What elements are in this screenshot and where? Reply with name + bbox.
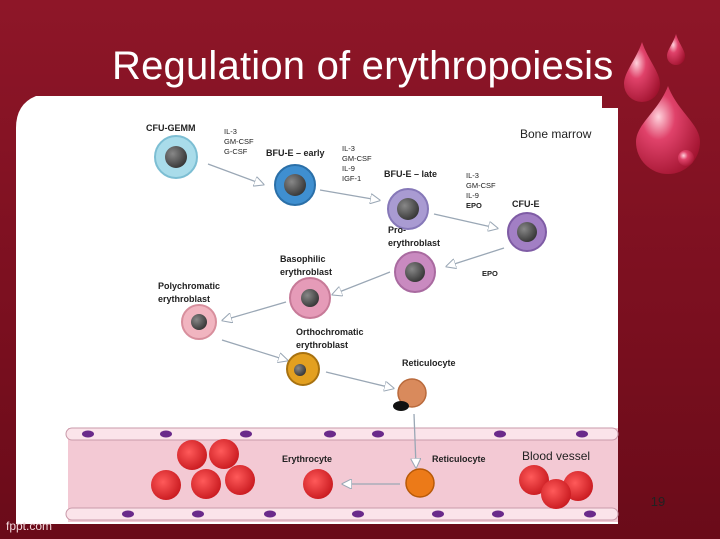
svg-text:GM-CSF: GM-CSF — [342, 154, 372, 163]
cytokines-early-to-late: IL-3 GM-CSF IL-9 IGF-1 — [342, 144, 372, 183]
blood-drop-icon — [624, 42, 660, 102]
label-erythrocyte: Erythrocyte — [282, 454, 332, 464]
arrow-baso-to-poly — [224, 301, 287, 320]
svg-text:IL-3: IL-3 — [342, 144, 355, 153]
cytokines-late-to-cfue: IL-3 GM-CSF IL-9 EPO — [466, 171, 496, 210]
label-polychromatic-line1: Polychromatic — [158, 281, 220, 291]
label-proerythroblast-line1: Pro- — [388, 225, 406, 235]
cytokine-cfue-to-pro: EPO — [482, 269, 498, 278]
arrow-poly-to-ortho — [221, 339, 286, 360]
label-orthochromatic-line1: Orthochromatic — [296, 327, 364, 337]
cell-erythrocyte — [303, 469, 333, 499]
arrow-late-to-cfue — [433, 213, 496, 228]
arrow-retic-into-vessel — [414, 413, 416, 466]
cell-reticulocyte-marrow — [393, 378, 427, 411]
cell-reticulocyte-vessel — [405, 468, 435, 498]
svg-text:GM-CSF: GM-CSF — [466, 181, 496, 190]
slide-title: Regulation of erythropoiesis — [112, 44, 614, 88]
cytokines-gemm-to-early: IL-3 GM-CSF G-CSF — [224, 127, 254, 156]
label-proerythroblast-line2: erythroblast — [388, 238, 440, 248]
arrow-ortho-to-retic — [325, 371, 392, 388]
page-number: 19 — [650, 494, 666, 509]
label-basophilic-line1: Basophilic — [280, 254, 326, 264]
svg-text:IL-9: IL-9 — [466, 191, 479, 200]
blood-drop-icon — [667, 34, 685, 65]
cell-proerythroblast — [394, 251, 436, 293]
svg-text:IL-9: IL-9 — [342, 164, 355, 173]
svg-text:GM-CSF: GM-CSF — [224, 137, 254, 146]
cell-orthochromatic-erythroblast — [286, 352, 320, 386]
cell-cfu-gemm — [154, 135, 198, 179]
label-cfu-gemm: CFU-GEMM — [146, 123, 196, 133]
label-reticulocyte-vessel: Reticulocyte — [432, 454, 486, 464]
blood-vessel-label: Blood vessel — [522, 449, 590, 463]
cell-bfu-e-late — [387, 188, 429, 230]
cell-basophilic-erythroblast — [289, 277, 331, 319]
arrow-cfue-to-pro — [448, 247, 505, 266]
label-bfu-e-early: BFU-E – early — [266, 148, 325, 158]
arrow-early-to-late — [319, 189, 378, 200]
cell-polychromatic-erythroblast — [181, 304, 217, 340]
svg-text:IGF-1: IGF-1 — [342, 174, 361, 183]
blood-drop-icon — [678, 150, 694, 166]
footer-brand: fppt.com — [6, 519, 53, 533]
svg-text:EPO: EPO — [466, 201, 482, 210]
svg-text:IL-3: IL-3 — [224, 127, 237, 136]
erythrocyte-cluster-right — [519, 465, 593, 509]
erythrocyte-cluster-left — [151, 439, 255, 500]
cell-cfu-e — [507, 212, 547, 252]
svg-text:G-CSF: G-CSF — [224, 147, 248, 156]
cell-bfu-e-early — [274, 164, 316, 206]
label-bfu-e-late: BFU-E – late — [384, 169, 437, 179]
svg-text:IL-3: IL-3 — [466, 171, 479, 180]
label-reticulocyte-marrow: Reticulocyte — [402, 358, 456, 368]
arrow-pro-to-baso — [334, 271, 391, 294]
bone-marrow-label: Bone marrow — [520, 127, 592, 141]
label-polychromatic-line2: erythroblast — [158, 294, 210, 304]
arrow-gemm-to-early — [207, 163, 262, 184]
label-cfu-e: CFU-E — [512, 199, 540, 209]
label-orthochromatic-line2: erythroblast — [296, 340, 348, 350]
label-basophilic-line2: erythroblast — [280, 267, 332, 277]
